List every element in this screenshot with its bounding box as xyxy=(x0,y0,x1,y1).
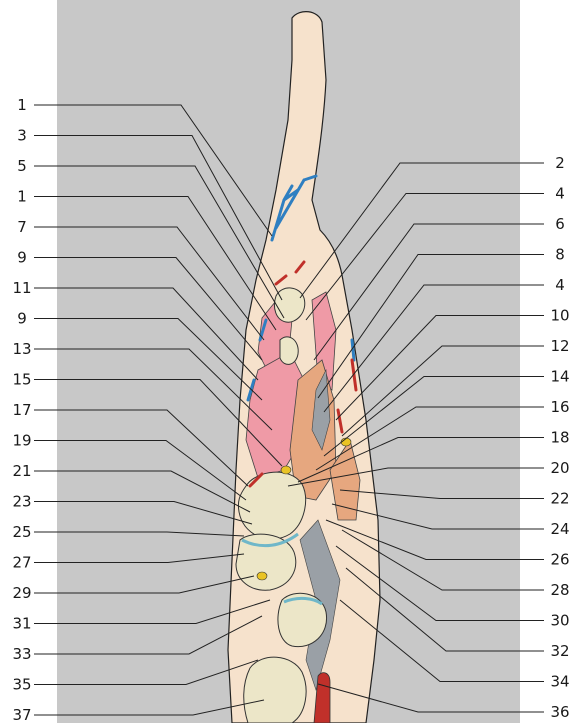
left-label-17: 29 xyxy=(12,584,31,602)
bone-small-2 xyxy=(280,337,298,365)
left-label-15: 25 xyxy=(12,523,31,541)
left-label-18: 31 xyxy=(12,615,31,633)
right-label-10: 18 xyxy=(550,429,569,447)
right-label-2: 4 xyxy=(555,185,565,203)
left-label-9: 13 xyxy=(12,340,31,358)
bone-lower xyxy=(244,657,306,723)
right-label-12: 22 xyxy=(550,490,569,508)
right-label-11: 20 xyxy=(550,459,569,477)
left-label-20: 35 xyxy=(12,676,31,694)
left-label-10: 15 xyxy=(12,371,31,389)
left-label-19: 33 xyxy=(12,645,31,663)
left-label-4: 1 xyxy=(17,188,27,206)
left-label-8: 9 xyxy=(17,310,27,328)
left-label-7: 11 xyxy=(12,279,31,297)
left-label-16: 27 xyxy=(12,554,31,572)
right-label-17: 32 xyxy=(550,642,569,660)
right-label-5: 4 xyxy=(555,276,565,294)
left-label-12: 19 xyxy=(12,432,31,450)
left-label-5: 7 xyxy=(17,218,27,236)
right-label-1: 2 xyxy=(555,154,565,172)
left-label-3: 5 xyxy=(17,157,27,175)
left-label-1: 1 xyxy=(17,96,27,114)
right-label-19: 36 xyxy=(550,703,569,721)
left-label-11: 17 xyxy=(12,401,31,419)
left-label-6: 9 xyxy=(17,249,27,267)
right-label-15: 28 xyxy=(550,581,569,599)
right-label-13: 24 xyxy=(550,520,569,538)
right-label-9: 16 xyxy=(550,398,569,416)
nerve-2 xyxy=(341,438,351,446)
right-label-16: 30 xyxy=(550,612,569,630)
right-label-18: 34 xyxy=(550,673,569,691)
left-label-13: 21 xyxy=(12,462,31,480)
left-label-2: 3 xyxy=(17,127,27,145)
right-label-6: 10 xyxy=(550,307,569,325)
vein-right xyxy=(352,340,354,360)
right-label-8: 14 xyxy=(550,368,569,386)
left-label-21: 37 xyxy=(12,706,31,723)
bone-large-1 xyxy=(238,472,305,539)
nerve-3 xyxy=(257,572,267,580)
right-label-3: 6 xyxy=(555,215,565,233)
right-label-7: 12 xyxy=(550,337,569,355)
right-label-4: 8 xyxy=(555,246,565,264)
right-label-14: 26 xyxy=(550,551,569,569)
nerve-1 xyxy=(281,466,291,474)
left-label-14: 23 xyxy=(12,493,31,511)
